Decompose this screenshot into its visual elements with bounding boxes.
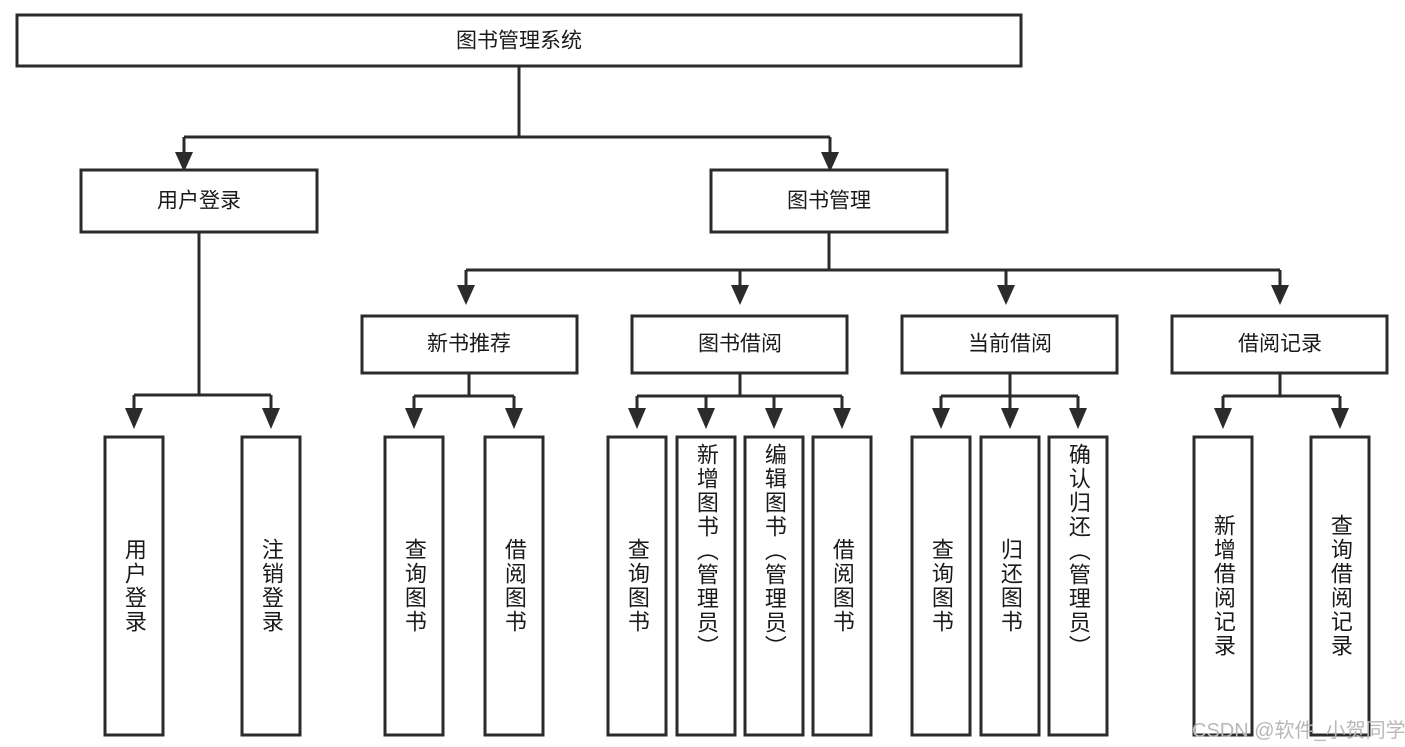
node-book-management-label: 图书管理 <box>787 190 871 213</box>
leaf-box-return-book[interactable] <box>979 435 1041 737</box>
node-book-borrow-label: 图书借阅 <box>698 333 782 356</box>
node-book-management[interactable]: 图书管理 <box>709 168 949 234</box>
connector-book-borrow-to-leaves <box>628 373 851 429</box>
node-new-book-recommend[interactable]: 新书推荐 <box>360 314 579 375</box>
node-current-borrow-label: 当前借阅 <box>968 333 1052 356</box>
leaf-box-query-record[interactable] <box>1309 435 1371 737</box>
leaf-box-user-login[interactable] <box>103 435 165 737</box>
connector-book-management-to-level3 <box>457 232 1289 305</box>
node-new-book-recommend-label: 新书推荐 <box>427 333 511 356</box>
leaf-box-add-record[interactable] <box>1192 435 1254 737</box>
node-current-borrow[interactable]: 当前借阅 <box>900 314 1119 375</box>
watermark-text: CSDN @软件_小贺同学 <box>1192 720 1405 742</box>
leaf-box-confirm-return[interactable] <box>1047 435 1109 737</box>
node-user-login-label: 用户登录 <box>157 190 241 213</box>
node-root-system[interactable]: 图书管理系统 <box>15 13 1023 68</box>
node-root-system-label: 图书管理系统 <box>456 30 582 53</box>
node-user-login[interactable]: 用户登录 <box>79 168 319 234</box>
connector-new-book-recommend-to-leaves <box>405 373 523 429</box>
leaf-box-query-book-2[interactable] <box>606 435 668 737</box>
leaf-box-add-book[interactable] <box>675 435 737 737</box>
leaf-box-edit-book[interactable] <box>743 435 805 737</box>
leaf-box-query-book-3[interactable] <box>910 435 972 737</box>
connector-current-borrow-to-leaves <box>932 373 1087 429</box>
connector-root-to-level2 <box>175 66 839 172</box>
connector-user-login-to-leaves <box>125 232 280 429</box>
connector-borrow-record-to-leaves <box>1214 373 1349 429</box>
leaf-box-borrow-book-1[interactable] <box>483 435 545 737</box>
leaf-box-query-book-1[interactable] <box>383 435 445 737</box>
node-borrow-record-label: 借阅记录 <box>1238 333 1322 356</box>
leaf-box-logout-login[interactable] <box>240 435 302 737</box>
leaf-boxes <box>103 435 1371 737</box>
node-borrow-record[interactable]: 借阅记录 <box>1170 314 1389 375</box>
node-book-borrow[interactable]: 图书借阅 <box>630 314 849 375</box>
leaf-box-borrow-book-2[interactable] <box>811 435 873 737</box>
